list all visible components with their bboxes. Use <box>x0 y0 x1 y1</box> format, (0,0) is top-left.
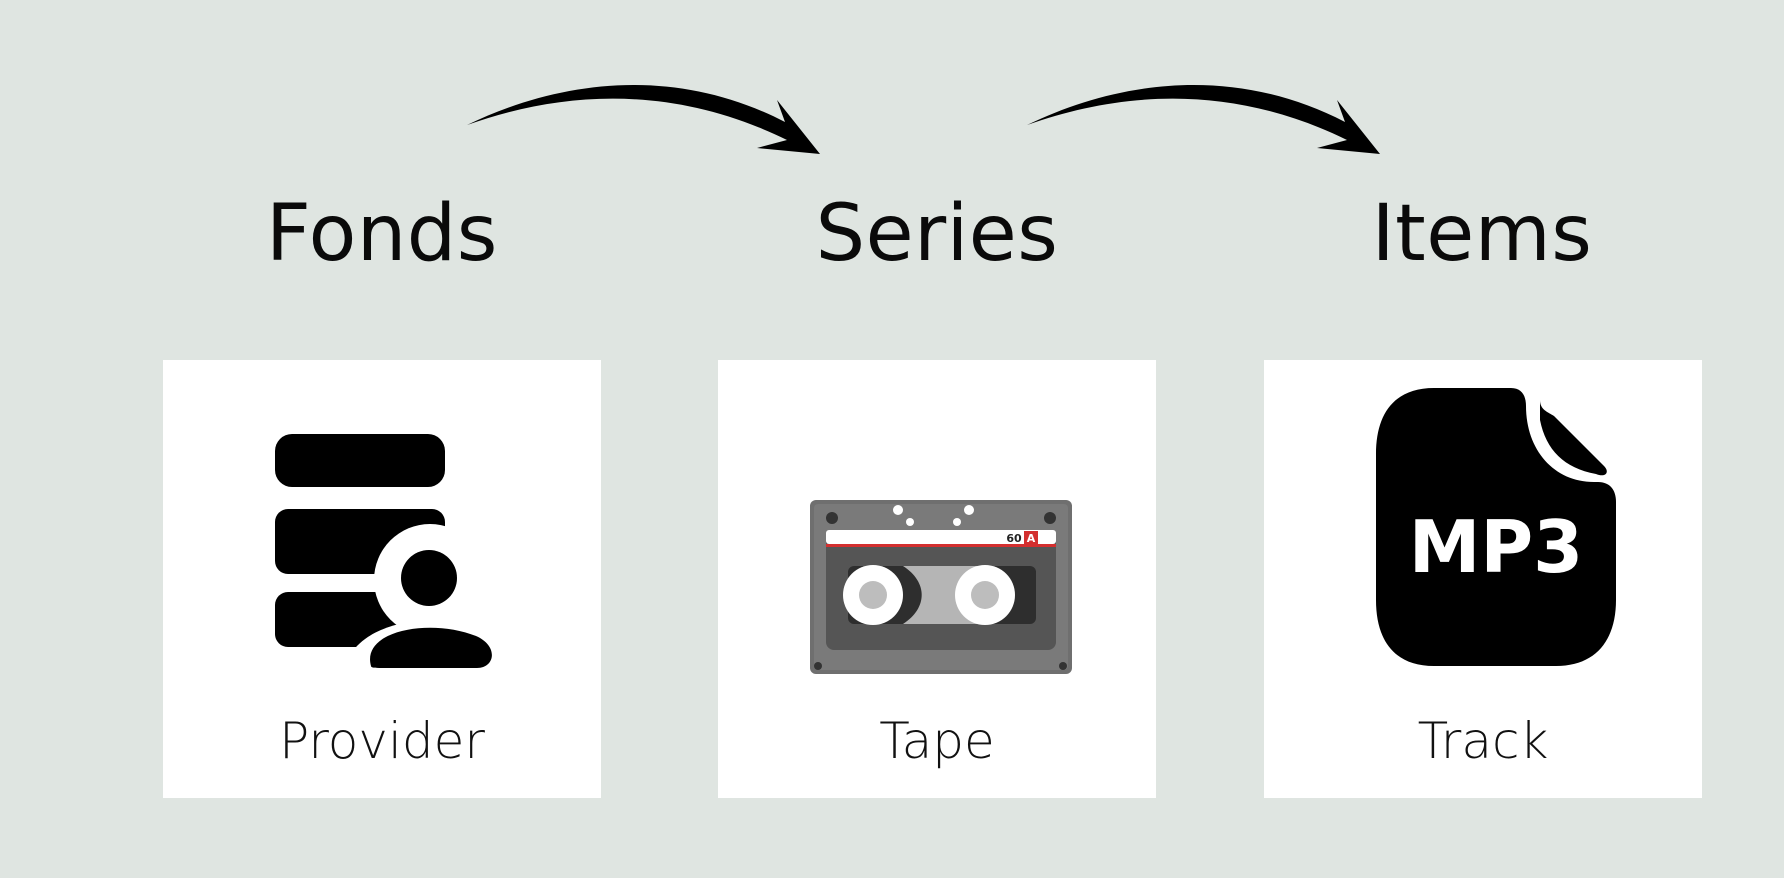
card-label-track: Track <box>1417 712 1549 770</box>
level-title-series: Series <box>815 189 1059 279</box>
level-title-fonds: Fonds <box>266 189 498 279</box>
level-title-items: Items <box>1371 189 1593 279</box>
card-tape: A 60 Tape <box>718 360 1156 798</box>
card-label-tape: Tape <box>879 712 995 770</box>
arrow-fonds-to-series <box>467 84 820 154</box>
cassette-length: 60 <box>1006 532 1022 545</box>
card-label-provider: Provider <box>279 712 485 770</box>
card-track: MP3 Track <box>1264 360 1702 798</box>
cassette-side: A <box>1027 532 1036 545</box>
arrow-series-to-items <box>1027 84 1380 154</box>
mp3-file-icon: MP3 <box>1376 388 1616 666</box>
card-provider: Provider <box>163 360 601 798</box>
database-user-icon <box>275 434 523 680</box>
mp3-icon-text: MP3 <box>1409 505 1584 589</box>
cassette-tape-icon: A 60 <box>810 500 1072 674</box>
